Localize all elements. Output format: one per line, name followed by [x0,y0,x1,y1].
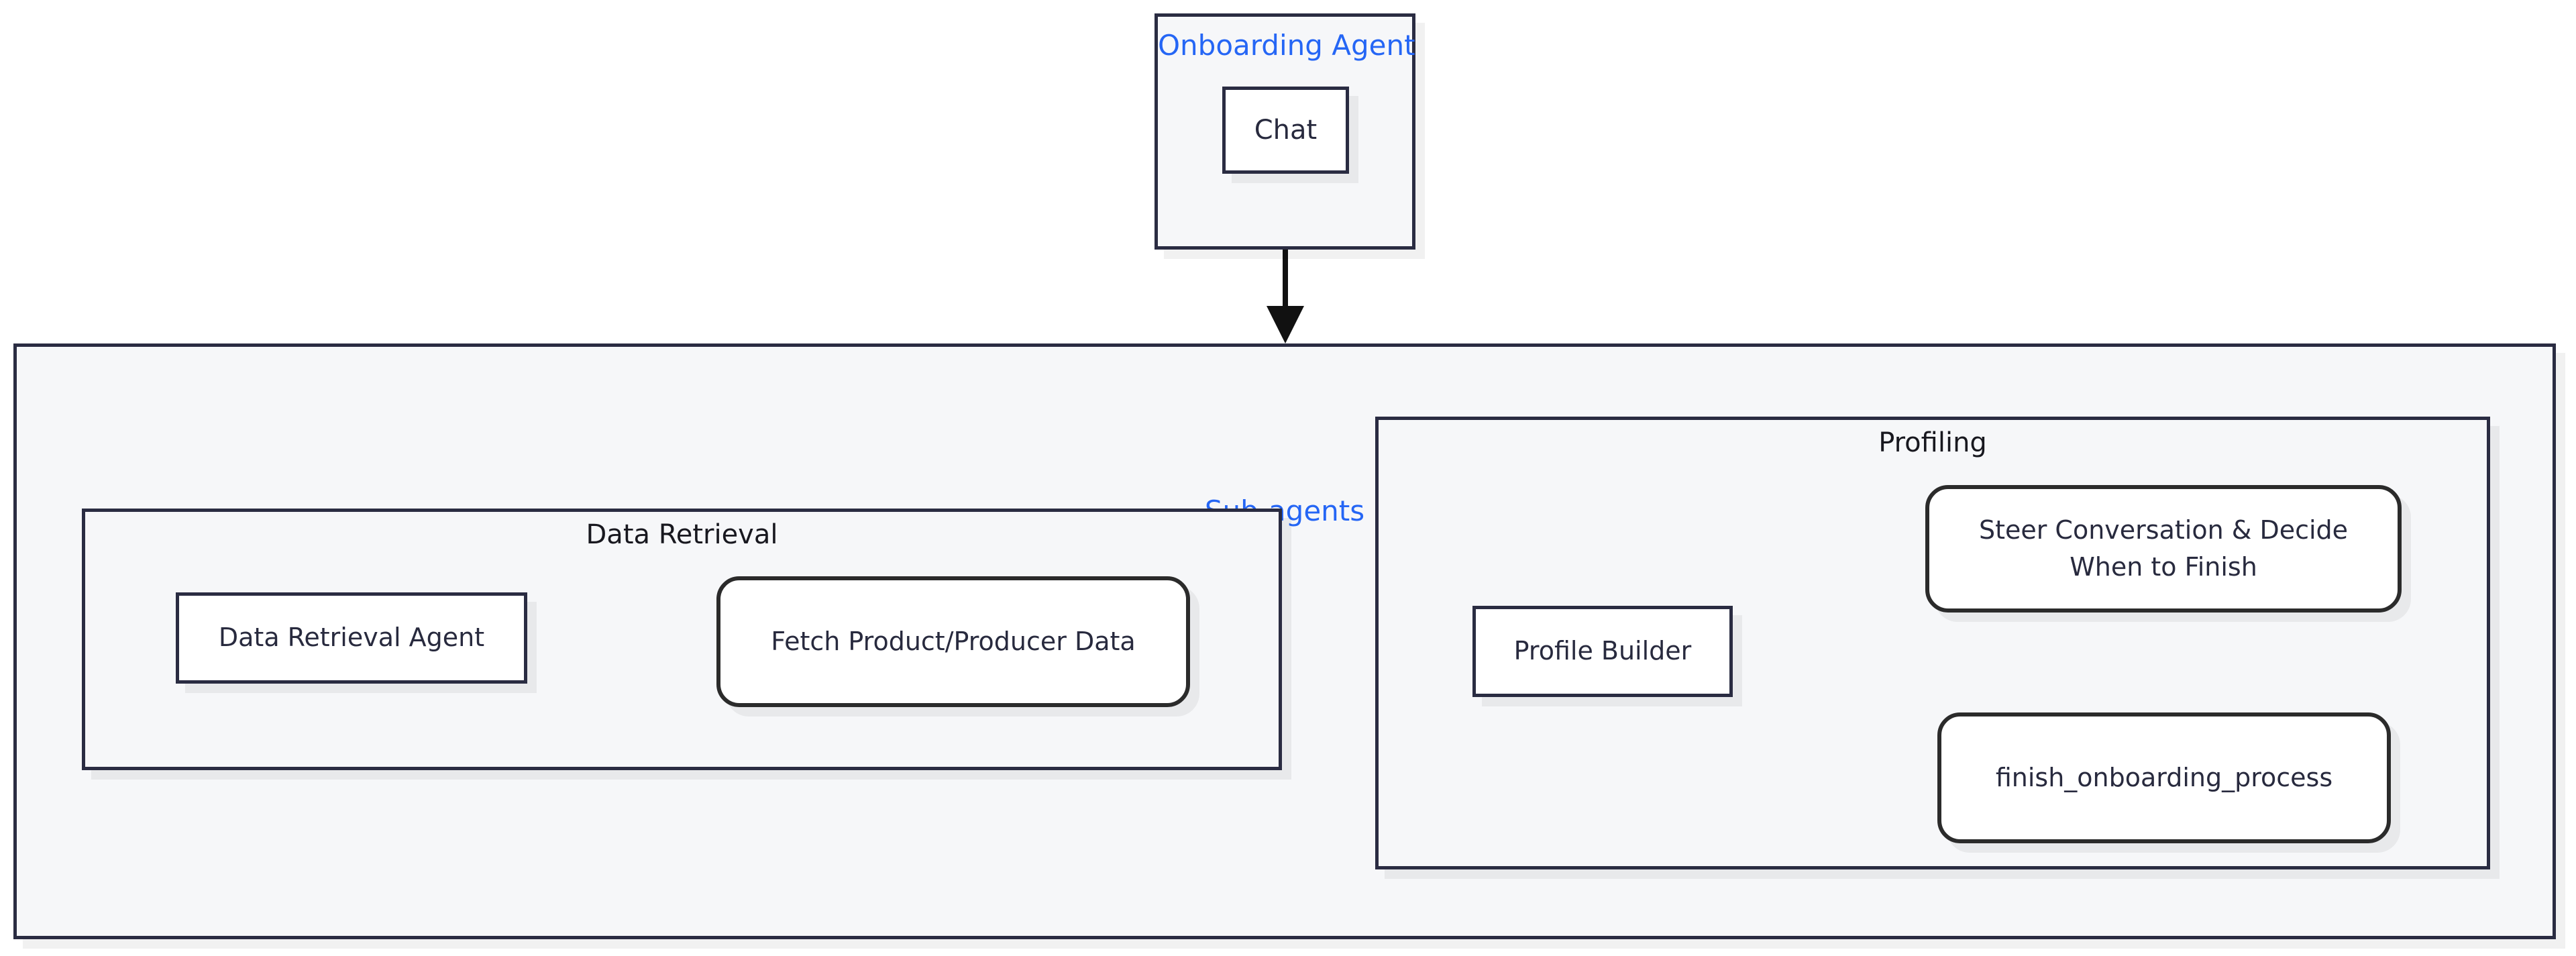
cluster-profiling-title: Profiling [1878,427,1987,458]
node-fetch-product-producer-data-label: Fetch Product/Producer Data [771,626,1136,656]
node-profile-builder[interactable]: Profile Builder [1472,606,1733,697]
node-finish-onboarding-process-label: finish_onboarding_process [1995,762,2333,792]
node-data-retrieval-agent[interactable]: Data Retrieval Agent [176,592,527,684]
node-fetch-product-producer-data[interactable]: Fetch Product/Producer Data [716,576,1190,707]
node-chat[interactable]: Chat [1222,87,1349,174]
node-profile-builder-label: Profile Builder [1513,636,1692,666]
cluster-onboarding-agent-title: Onboarding Agent [1158,29,1415,62]
node-data-retrieval-agent-label: Data Retrieval Agent [218,623,485,653]
node-chat-label: Chat [1254,115,1318,146]
cluster-data-retrieval-title: Data Retrieval [586,519,778,550]
node-steer-conversation-label: Steer Conversation & Decide When to Fini… [1978,515,2349,582]
node-finish-onboarding-process[interactable]: finish_onboarding_process [1937,712,2391,843]
node-steer-conversation[interactable]: Steer Conversation & Decide When to Fini… [1925,485,2402,613]
